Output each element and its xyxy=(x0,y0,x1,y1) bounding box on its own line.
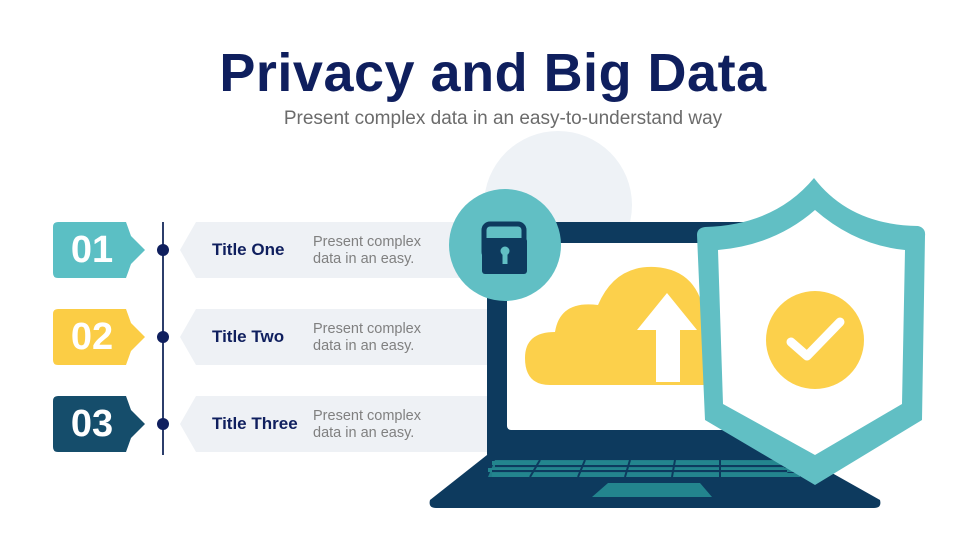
badge-shape-2 xyxy=(53,309,145,365)
upload-arrow-icon xyxy=(637,293,697,382)
step-title: Title One xyxy=(212,240,285,259)
step-number: 02 xyxy=(70,316,114,358)
description-line: Present complex xyxy=(313,321,421,337)
page-title: Privacy and Big Data xyxy=(219,43,767,103)
shield-check-icon xyxy=(697,178,926,485)
card-shapes xyxy=(180,222,487,452)
page-subtitle: Present complex data in an easy-to-under… xyxy=(283,108,723,129)
description-line: data in an easy. xyxy=(313,338,415,354)
step-badge-1: 01 xyxy=(53,222,145,278)
description-line: data in an easy. xyxy=(313,251,415,267)
timeline-dot xyxy=(157,331,169,343)
description-line: Present complex xyxy=(313,408,421,424)
description-line: Present complex xyxy=(313,234,421,250)
badge-shape-1 xyxy=(53,222,145,278)
step-badge-2: 02 xyxy=(53,309,145,365)
step-badge-3: 03 xyxy=(53,396,145,452)
step-number: 03 xyxy=(70,403,114,445)
timeline-dot xyxy=(157,418,169,430)
timeline-dot xyxy=(157,244,169,256)
step-number: 01 xyxy=(70,229,114,271)
description-line: data in an easy. xyxy=(313,425,415,441)
step-title: Title Three xyxy=(212,414,298,433)
step-title: Title Two xyxy=(212,327,285,346)
badge-shape-3 xyxy=(53,396,145,452)
lock-icon xyxy=(449,189,561,301)
